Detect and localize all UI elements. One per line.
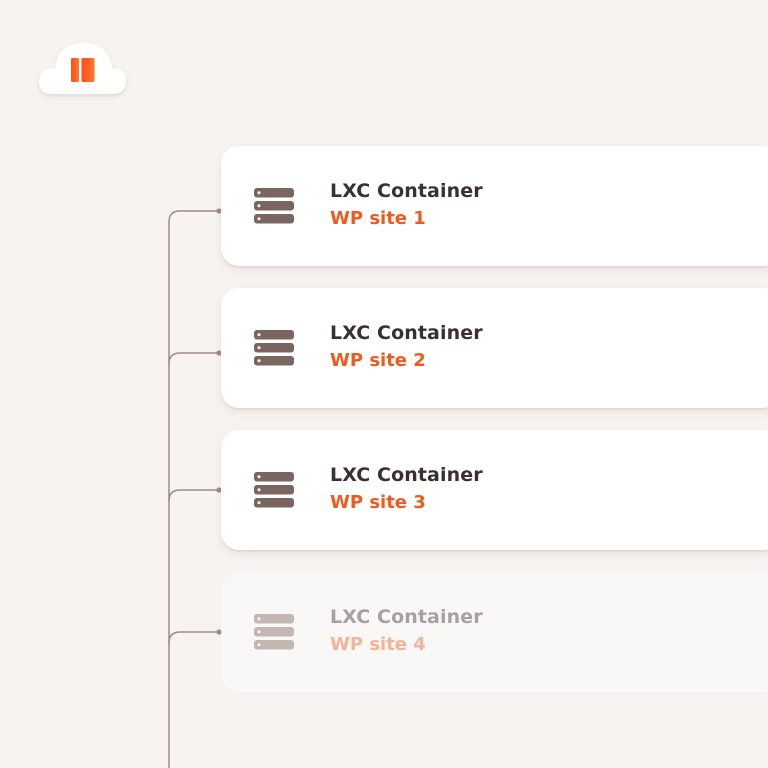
container-card-4[interactable]: LXC Container WP site 4 xyxy=(221,572,768,692)
connector-branch-3 xyxy=(168,489,221,502)
container-card-1[interactable]: LXC Container WP site 1 xyxy=(221,146,768,266)
container-title: LXC Container xyxy=(330,606,483,628)
connector-branch-4 xyxy=(168,631,221,644)
connector-branch-2 xyxy=(168,352,221,365)
server-icon xyxy=(254,614,294,650)
container-site: WP site 2 xyxy=(330,350,426,371)
container-title: LXC Container xyxy=(330,180,483,202)
connector-trunk xyxy=(168,210,221,768)
cloud-logo-icon xyxy=(39,43,126,94)
container-site: WP site 3 xyxy=(330,492,426,513)
server-icon xyxy=(254,472,294,508)
container-list: LXC Container WP site 1 LXC Container WP… xyxy=(221,146,768,714)
container-card-3[interactable]: LXC Container WP site 3 xyxy=(221,430,768,550)
container-site: WP site 1 xyxy=(330,208,426,229)
container-title: LXC Container xyxy=(330,322,483,344)
container-title: LXC Container xyxy=(330,464,483,486)
cloud-logo xyxy=(38,40,128,96)
server-icon xyxy=(254,188,294,224)
container-site: WP site 4 xyxy=(330,634,426,655)
container-card-2[interactable]: LXC Container WP site 2 xyxy=(221,288,768,408)
server-icon xyxy=(254,330,294,366)
